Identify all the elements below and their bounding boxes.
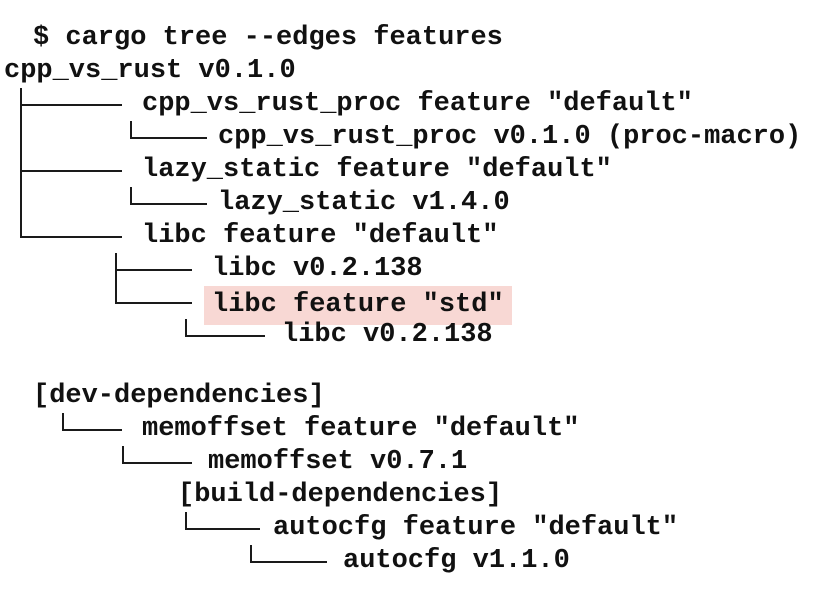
branch-arm-icon: [130, 203, 207, 205]
tree-row-libc-feature-std: libc feature "std": [0, 286, 820, 325]
node-label: lazy_static v1.4.0: [218, 188, 510, 218]
tree-row-memoffset-feature: memoffset feature "default": [0, 413, 820, 446]
node-label: memoffset feature "default": [142, 414, 580, 444]
node-label: memoffset v0.7.1: [208, 447, 468, 477]
branch-arm-icon: [62, 429, 122, 431]
build-dependencies-header: [build-dependencies]: [178, 480, 503, 510]
branch-elbow-icon: [115, 286, 117, 304]
tree-row-root-crate: cpp_vs_rust v0.1.0: [0, 55, 820, 88]
node-label: cpp_vs_rust_proc v0.1.0 (proc-macro): [218, 122, 802, 152]
node-label: lazy_static feature "default": [142, 155, 612, 185]
branch-elbow-icon: [20, 220, 22, 238]
dev-dependencies-header: [dev-dependencies]: [33, 381, 325, 411]
root-crate-label: cpp_vs_rust v0.1.0: [4, 56, 296, 86]
tree-row-cpp-vs-rust-proc-crate: cpp_vs_rust_proc v0.1.0 (proc-macro): [0, 121, 820, 154]
tree-row-autocfg-feature: autocfg feature "default": [0, 512, 820, 545]
branch-elbow-icon: [130, 187, 132, 205]
branch-arm-icon: [20, 236, 122, 238]
branch-elbow-icon: [250, 545, 252, 563]
tree-row-libc-crate-1: libc v0.2.138: [0, 253, 820, 286]
tree-row-libc-crate-2: libc v0.2.138: [0, 319, 820, 352]
branch-elbow-icon: [122, 446, 124, 464]
branch-elbow-icon: [185, 512, 187, 530]
branch-vertical-icon: [20, 187, 22, 220]
tree-row-memoffset-crate: memoffset v0.7.1: [0, 446, 820, 479]
branch-elbow-icon: [62, 413, 64, 431]
branch-arm-icon: [185, 335, 265, 337]
tree-row-autocfg-crate: autocfg v1.1.0: [0, 545, 820, 578]
tree-row-lazy-static-feature: lazy_static feature "default": [0, 154, 820, 187]
tree-row-cpp-vs-rust-proc-feature: cpp_vs_rust_proc feature "default": [0, 88, 820, 121]
blank-line: [0, 352, 820, 380]
branch-elbow-icon: [130, 121, 132, 139]
branch-vertical-icon: [20, 121, 22, 154]
branch-tee-icon: [20, 170, 122, 172]
branch-arm-icon: [185, 528, 260, 530]
highlighted-feature-label: libc feature "std": [204, 286, 512, 325]
node-label: autocfg v1.1.0: [343, 546, 570, 576]
branch-arm-icon: [130, 137, 207, 139]
tree-row-command: $ cargo tree --edges features: [0, 22, 820, 55]
command-line: $ cargo tree --edges features: [33, 23, 503, 53]
tree-row-libc-feature-default: libc feature "default": [0, 220, 820, 253]
branch-arm-icon: [115, 302, 192, 304]
node-label: libc feature "default": [142, 221, 499, 251]
tree-row-lazy-static-crate: lazy_static v1.4.0: [0, 187, 820, 220]
node-label: libc v0.2.138: [212, 254, 423, 284]
tree-row-dev-dependencies: [dev-dependencies]: [0, 380, 820, 413]
tree-row-build-dependencies: [build-dependencies]: [0, 479, 820, 512]
branch-arm-icon: [122, 462, 192, 464]
node-label: autocfg feature "default": [273, 513, 679, 543]
branch-arm-icon: [250, 561, 327, 563]
branch-tee-icon: [20, 104, 122, 106]
branch-elbow-icon: [185, 319, 187, 337]
branch-tee-icon: [115, 269, 192, 271]
terminal-output: $ cargo tree --edges features cpp_vs_rus…: [0, 22, 820, 578]
node-label: libc v0.2.138: [282, 320, 493, 350]
node-label: cpp_vs_rust_proc feature "default": [142, 89, 693, 119]
